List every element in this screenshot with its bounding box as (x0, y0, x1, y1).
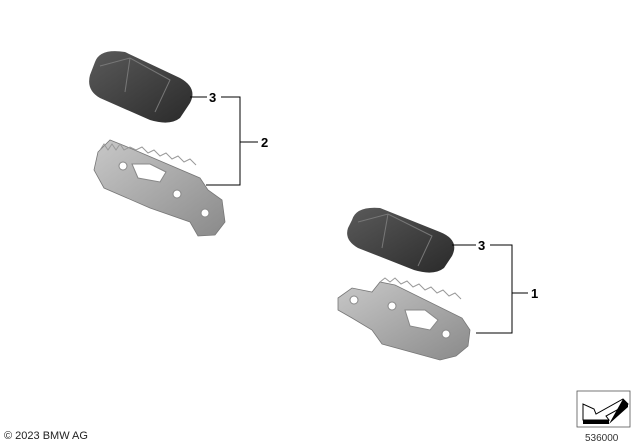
callout-2: 2 (261, 135, 268, 150)
diagram-number: 536000 (585, 433, 619, 444)
copyright-text: © 2023 BMW AG (4, 430, 88, 442)
arrow-down-left-icon (576, 390, 631, 428)
callout-3-upper: 3 (209, 90, 216, 105)
callout-1: 1 (531, 286, 538, 301)
callout-3-lower: 3 (478, 238, 485, 253)
footrest-plate-lower (337, 277, 471, 361)
rubber-pad-upper (89, 51, 193, 123)
rubber-pad-lower (347, 207, 455, 273)
leader-lines (190, 96, 528, 334)
footrest-plate-upper (93, 139, 226, 237)
